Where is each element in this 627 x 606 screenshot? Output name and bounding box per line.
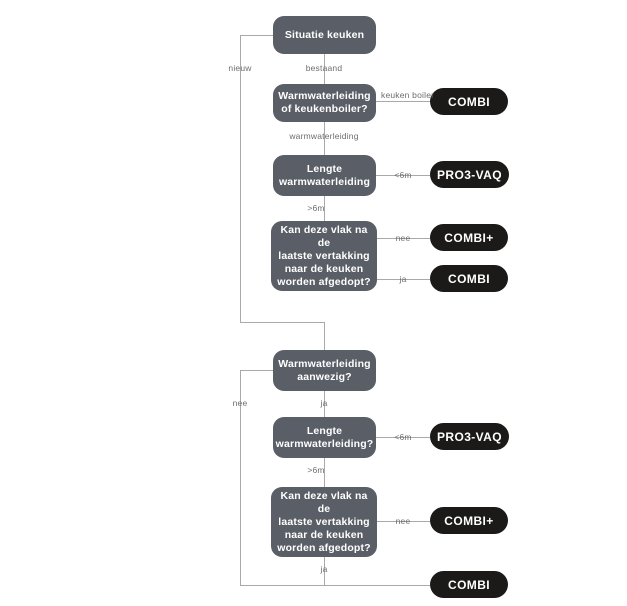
edge-label-nieuw: nieuw	[215, 63, 265, 73]
node-lengte-warmwaterleiding-2-line2: warmwaterleiding?	[275, 437, 374, 450]
edge-label-nee: nee	[387, 233, 419, 243]
connector-nee-aanwezig-vertical	[240, 370, 241, 585]
edge-label-keuken-boiler-line2: boiler	[412, 90, 435, 100]
outcome-pro3vaq-kort-2[interactable]: PRO3-VAQ	[430, 423, 509, 450]
node-warmwaterleiding-of-keukenboiler-line1: Warmwaterleiding	[278, 90, 371, 102]
node-warmwaterleiding-aanwezig-line1: Warmwaterleiding	[278, 357, 371, 370]
node-lengte-warmwaterleiding-line2: warmwaterleiding	[278, 175, 371, 188]
edge-label-kleiner-6m-2-text: <6m	[394, 432, 412, 442]
edge-label-ja: ja	[387, 274, 419, 284]
edge-label-nee-text: nee	[395, 233, 411, 243]
node-afgedopt-2-line3: naar de keuken	[284, 528, 364, 541]
connector-lengte2-to-afgedopt2	[324, 458, 325, 487]
connector-afgedopt2-ja-vertical	[324, 557, 325, 585]
outcome-pro3vaq-kort-2-label: PRO3-VAQ	[437, 429, 502, 444]
outcome-pro3vaq-kort[interactable]: PRO3-VAQ	[430, 161, 509, 188]
outcome-combiplus-nee-2-label: COMBI+	[444, 513, 494, 528]
edge-label-nee-2-text: nee	[395, 516, 411, 526]
edge-label-keuken-boiler: keuken boiler	[381, 90, 434, 100]
connector-aanwezig-to-lengte2	[324, 391, 325, 422]
outcome-combiplus-nee-label: COMBI+	[444, 230, 494, 245]
connector-nieuw-horizontal-top	[240, 35, 273, 36]
outcome-combi-bottom-label: COMBI	[448, 577, 490, 592]
edge-label-kleiner-6m: <6m	[386, 170, 420, 180]
connector-nieuw-vertical	[240, 35, 241, 322]
node-afgedopt-line4: worden afgedopt?	[277, 275, 371, 288]
edge-label-ja-2-text: ja	[320, 564, 328, 574]
outcome-combi-ja[interactable]: COMBI	[430, 265, 508, 292]
node-afgedopt-2-line1: Kan deze vlak na de	[280, 489, 368, 515]
node-afgedopt-2-line2: laatste vertakking	[278, 515, 370, 528]
connector-lengte-to-pro3vaq	[376, 175, 430, 176]
node-situatie-keuken[interactable]: Situatie keuken	[273, 16, 376, 54]
connector-nieuw-horizontal-bottom	[240, 322, 325, 323]
node-warmwaterleiding-of-keukenboiler[interactable]: Warmwaterleiding of keukenboiler?	[273, 84, 376, 122]
edge-label-bestaand-text: bestaand	[305, 63, 343, 73]
edge-label-warmwaterleiding-text: warmwaterleiding	[289, 131, 359, 141]
edge-label-ja-2: ja	[308, 564, 340, 574]
node-lengte-warmwaterleiding[interactable]: Lengte warmwaterleiding	[273, 155, 376, 196]
connector-lengte2-to-pro3vaq	[376, 437, 430, 438]
edge-label-nieuw-text: nieuw	[228, 63, 252, 73]
node-afgedopt-line2: laatste vertakking	[278, 249, 370, 262]
edge-label-groter-6m-text: >6m	[307, 203, 325, 213]
node-afgedopt[interactable]: Kan deze vlak na de laatste vertakking n…	[271, 221, 377, 291]
connector-nee-aanwezig-horizontal	[240, 370, 273, 371]
edge-label-kleiner-6m-2: <6m	[386, 432, 420, 442]
edge-label-ja-aanwezig-text: ja	[320, 398, 328, 408]
connector-lengte-to-afgedopt	[324, 196, 325, 221]
edge-label-nee-2: nee	[387, 516, 419, 526]
connector-nee-aanwezig-to-combi	[240, 585, 430, 586]
outcome-pro3vaq-kort-label: PRO3-VAQ	[437, 167, 502, 182]
connector-keukenboiler-to-lengte	[324, 122, 325, 155]
edge-label-kleiner-6m-text: <6m	[394, 170, 412, 180]
node-warmwaterleiding-of-keukenboiler-line2: of keukenboiler?	[281, 103, 368, 115]
node-afgedopt-2-line4: worden afgedopt?	[277, 541, 371, 554]
node-lengte-warmwaterleiding-line1: Lengte	[306, 162, 343, 175]
connector-keukenboiler-to-combi	[376, 101, 430, 102]
outcome-combi-keukenboiler[interactable]: COMBI	[430, 88, 508, 115]
outcome-combi-keukenboiler-label: COMBI	[448, 94, 490, 109]
edge-label-nee-aanwezig: nee	[215, 398, 265, 408]
node-lengte-warmwaterleiding-2-line1: Lengte	[306, 424, 343, 437]
connector-afgedopt-to-combiplus	[377, 238, 430, 239]
connector-situatie-to-warmwaterleiding	[324, 54, 325, 88]
edge-label-nee-aanwezig-text: nee	[232, 398, 248, 408]
node-afgedopt-line1: Kan deze vlak na de	[280, 223, 368, 249]
node-situatie-keuken-label: Situatie keuken	[284, 28, 365, 41]
outcome-combiplus-nee-2[interactable]: COMBI+	[430, 507, 508, 534]
connector-afgedopt2-to-combiplus	[377, 521, 430, 522]
connector-nieuw-into-aanwezig	[324, 322, 325, 350]
node-lengte-warmwaterleiding-2[interactable]: Lengte warmwaterleiding?	[273, 417, 376, 458]
edge-label-ja-text: ja	[399, 274, 407, 284]
node-afgedopt-2[interactable]: Kan deze vlak na de laatste vertakking n…	[271, 487, 377, 557]
edge-label-groter-6m-2-text: >6m	[307, 465, 325, 475]
edge-label-ja-aanwezig: ja	[308, 398, 340, 408]
outcome-combi-ja-label: COMBI	[448, 271, 490, 286]
node-warmwaterleiding-aanwezig-line2: aanwezig?	[297, 370, 352, 383]
edge-label-keuken-boiler-line1: keuken	[381, 90, 410, 100]
edge-label-warmwaterleiding: warmwaterleiding	[274, 131, 374, 141]
edge-label-groter-6m: >6m	[299, 203, 333, 213]
outcome-combiplus-nee[interactable]: COMBI+	[430, 224, 508, 251]
node-warmwaterleiding-aanwezig[interactable]: Warmwaterleiding aanwezig?	[273, 350, 376, 391]
node-afgedopt-line3: naar de keuken	[284, 262, 364, 275]
edge-label-bestaand: bestaand	[294, 63, 354, 73]
connector-afgedopt-to-combi	[377, 279, 430, 280]
edge-label-groter-6m-2: >6m	[299, 465, 333, 475]
outcome-combi-bottom[interactable]: COMBI	[430, 571, 508, 598]
